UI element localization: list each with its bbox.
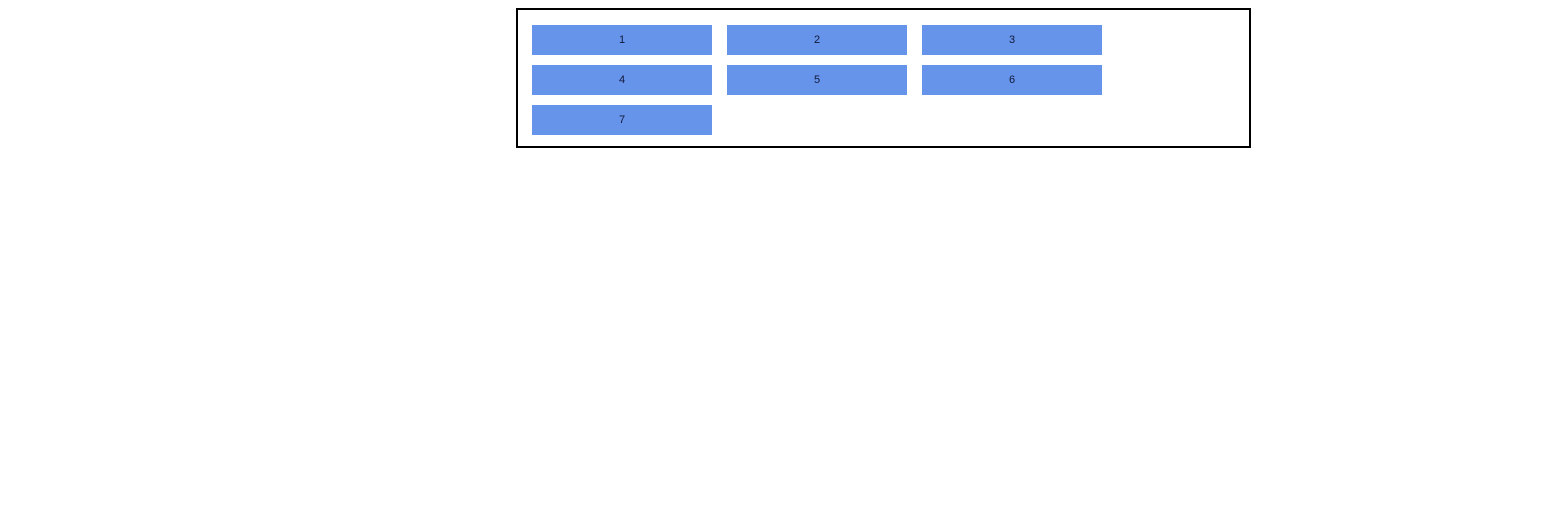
flex-item-label: 5 (813, 74, 821, 86)
flex-item[interactable]: 4 (532, 65, 712, 95)
flex-item[interactable]: 7 (532, 105, 712, 135)
flex-item-label: 4 (618, 74, 626, 86)
flex-item-label: 3 (1008, 34, 1016, 46)
flex-item[interactable]: 3 (922, 25, 1102, 55)
flex-item-label: 6 (1008, 74, 1016, 86)
flex-item[interactable]: 2 (727, 25, 907, 55)
flex-container: 1 2 3 4 5 6 7 (516, 8, 1251, 148)
flex-item-label: 7 (618, 114, 626, 126)
flex-item-label: 1 (618, 34, 626, 46)
flex-item[interactable]: 1 (532, 25, 712, 55)
flex-item-label: 2 (813, 34, 821, 46)
flex-item[interactable]: 5 (727, 65, 907, 95)
flex-item[interactable]: 6 (922, 65, 1102, 95)
